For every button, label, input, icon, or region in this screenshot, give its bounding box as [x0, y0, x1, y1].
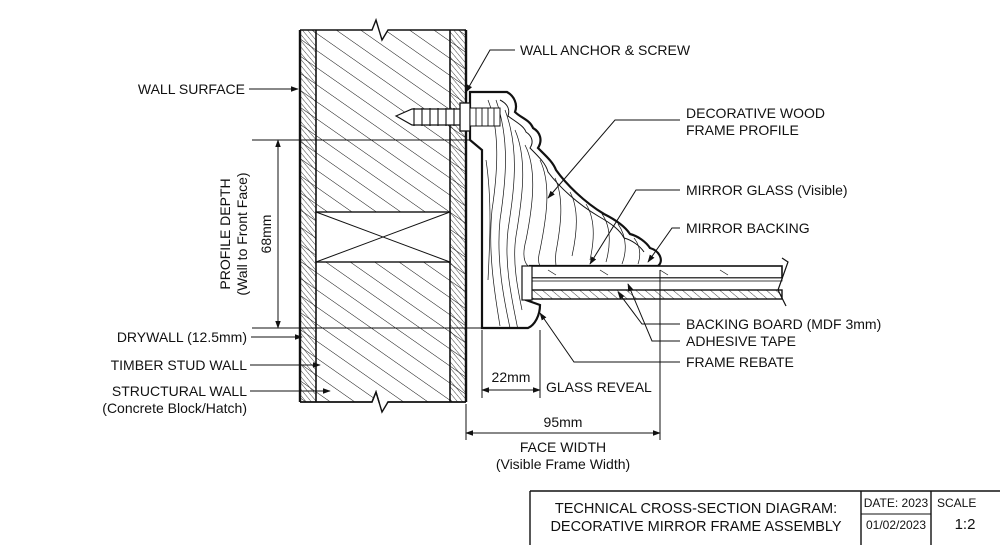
- label-frame-profile-1: DECORATIVE WOOD: [686, 105, 825, 121]
- wall-anchor-screw: [394, 102, 501, 132]
- date-value: 01/02/2023: [866, 518, 926, 532]
- label-wall-surface: WALL SURFACE: [138, 81, 245, 97]
- date-label: DATE: 2023: [864, 496, 929, 510]
- wall-section: [296, 17, 470, 423]
- label-drywall: DRYWALL (12.5mm): [117, 329, 247, 345]
- label-face-width-2: (Visible Frame Width): [496, 456, 630, 472]
- scale-value: 1:2: [955, 516, 976, 533]
- label-backing-board: BACKING BOARD (MDF 3mm): [686, 316, 881, 332]
- title-block: TECHNICAL CROSS-SECTION DIAGRAM: DECORAT…: [529, 490, 1000, 545]
- dimension-lines: [252, 139, 661, 440]
- mirror-assembly: [521, 257, 789, 307]
- label-frame-profile-2: FRAME PROFILE: [686, 122, 799, 138]
- label-structural-2: (Concrete Block/Hatch): [102, 400, 247, 416]
- label-structural-1: STRUCTURAL WALL: [112, 383, 247, 399]
- label-frame-rebate: FRAME REBATE: [686, 354, 794, 370]
- label-profile-depth-1: PROFILE DEPTH: [217, 178, 233, 289]
- label-adhesive-tape: ADHESIVE TAPE: [686, 333, 796, 349]
- label-timber-stud: TIMBER STUD WALL: [111, 357, 248, 373]
- label-wall-anchor: WALL ANCHOR & SCREW: [520, 42, 691, 58]
- label-mirror-glass: MIRROR GLASS (Visible): [686, 182, 848, 198]
- scale-label: SCALE: [937, 496, 976, 510]
- title-line-1: TECHNICAL CROSS-SECTION DIAGRAM:: [555, 501, 837, 517]
- label-depth-value: 68mm: [258, 215, 274, 254]
- label-reveal-value: 22mm: [492, 369, 531, 385]
- label-mirror-backing: MIRROR BACKING: [686, 220, 810, 236]
- label-face-width-1: FACE WIDTH: [520, 439, 606, 455]
- label-profile-depth-2: (Wall to Front Face): [234, 172, 250, 295]
- leader-lines: [249, 49, 680, 394]
- label-face-value: 95mm: [544, 414, 583, 430]
- label-glass-reveal: GLASS REVEAL: [546, 379, 652, 395]
- title-line-2: DECORATIVE MIRROR FRAME ASSEMBLY: [550, 519, 841, 535]
- wood-frame-profile: [468, 90, 662, 330]
